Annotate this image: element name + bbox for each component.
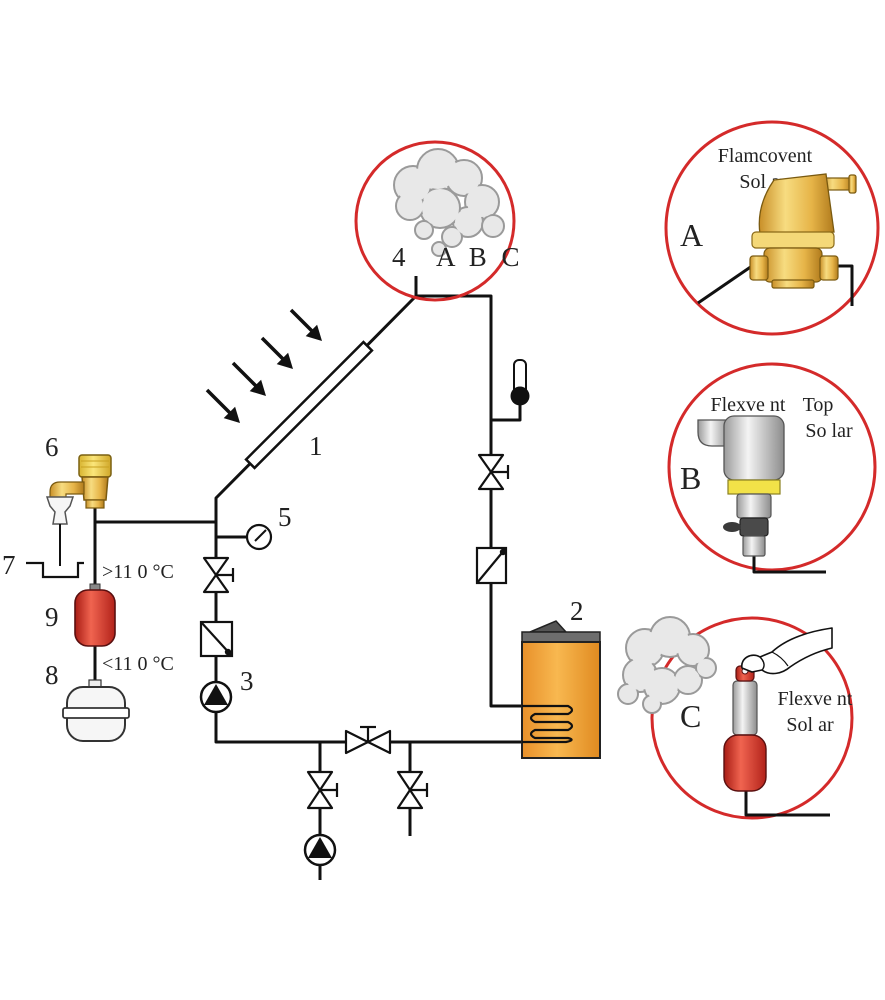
inset-c: C Flexve nt Sol ar [617,616,854,820]
pre-vessel [74,583,116,647]
label-expansion-vessel: 8 [45,660,59,690]
pressure-gauge [245,523,273,551]
collector-return-pipe [214,294,524,744]
label-safety-valve: 6 [45,432,59,462]
thermometer [510,359,530,406]
inset-c-letter: C [680,698,701,734]
circulation-pump [199,680,233,714]
hand-icon [741,627,833,675]
temp-low-label: <11 0 °C [102,653,174,675]
label-gauge: 5 [278,502,292,532]
flexvent-top-device [697,415,785,557]
return-shutoff-valve [202,556,235,594]
vent-riser-pipe [414,276,524,708]
inset-c-variant: Sol ar [786,714,834,736]
vent-options-label: A B C [436,242,523,272]
sun-ray-arrow-icon [231,361,266,396]
inset-c-ring [650,616,854,820]
inset-b: Flexve nt Top So lar B [667,362,877,574]
sun-ray-arrow-icon [205,388,240,423]
sun-ray-arrow-icon [289,308,322,341]
inset-b-product: Flexve nt [711,394,786,416]
sun-rays [205,308,322,423]
label-pre-vessel: 9 [45,602,59,632]
sun-ray-arrow-icon [260,336,293,369]
vent-detail-circle: 4 A B C [354,140,523,302]
fill-valve [306,770,339,810]
storage-tank [521,620,601,759]
flamcovent-device [749,173,857,289]
label-pump: 3 [240,666,254,696]
drain-valve [396,770,429,810]
vent-detail-ring [354,140,516,302]
inset-b-letter: B [680,460,701,496]
safety-valve [45,454,112,566]
label-collector: 1 [309,431,323,461]
label-drain: 7 [2,550,16,580]
riser-check-valve [475,546,508,585]
steam-cloud-icon [617,616,717,714]
temp-high-label: >11 0 °C [102,561,174,583]
discharge-funnel [45,496,75,525]
inset-a-product: Flamcovent [718,145,813,167]
inset-b-ring [667,362,877,572]
label-tank: 2 [570,596,584,626]
inset-a: Flamcovent Sol ar A [664,120,880,336]
inset-c-product: Flexve nt [778,688,853,710]
riser-shutoff-valve [477,453,510,491]
expansion-vessel [62,679,130,742]
heat-exchanger-coil [522,704,574,744]
inset-b-top: Top [803,394,834,416]
inset-a-ring [664,120,880,336]
drain-trap [26,561,84,579]
solar-collector [244,340,374,470]
label-vent-point: 4 [392,242,406,272]
inset-a-letter: A [680,217,703,253]
inset-b-variant: So lar [805,420,853,442]
fill-pump [303,833,337,867]
return-check-valve [199,620,234,658]
flexvent-device [723,665,767,792]
steam-cloud-icon [393,148,505,257]
bypass-valve [344,725,392,755]
thermometer-branch-pipe [491,404,522,422]
